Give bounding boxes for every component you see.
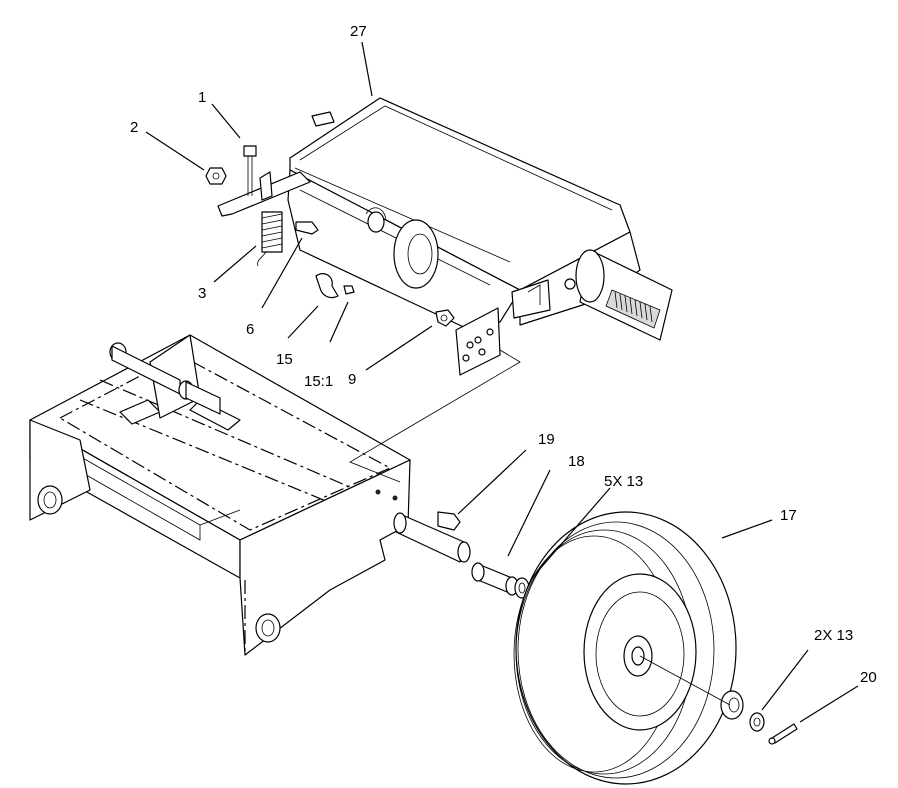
callout-6: 6	[246, 321, 254, 338]
leader-lines	[145, 41, 859, 723]
deck-housing-part-27	[217, 97, 673, 376]
callout-labels: 27 1 2 3 6 15 15:1 9 19 18 5X 13 17 2X 1…	[130, 23, 877, 686]
callout-3: 3	[198, 285, 206, 302]
spacer-part-18	[471, 562, 519, 596]
nut-part-15-1	[343, 285, 355, 295]
callout-5x13: 5X 13	[604, 473, 643, 490]
callout-2: 2	[130, 119, 138, 136]
washer-part-2x13	[749, 712, 765, 732]
callout-27: 27	[350, 23, 367, 40]
spring-part-3	[257, 211, 283, 267]
wheel-part-17	[513, 511, 737, 785]
clip-part-15	[315, 273, 339, 299]
frame-assembly	[29, 334, 411, 656]
callout-2x13: 2X 13	[814, 627, 853, 644]
axle-pin-part-19	[393, 511, 471, 563]
bolt-part-6	[295, 221, 319, 235]
callout-15: 15	[276, 351, 293, 368]
callout-1: 1	[198, 89, 206, 106]
bolt-part-1	[243, 145, 257, 196]
callout-19: 19	[538, 431, 555, 448]
callout-15-1: 15:1	[304, 373, 333, 390]
callout-18: 18	[568, 453, 585, 470]
nut-part-2	[205, 167, 227, 185]
bearing-part	[720, 690, 744, 720]
callout-20: 20	[860, 669, 877, 686]
callout-9: 9	[348, 371, 356, 388]
assembly-centerlines	[349, 349, 731, 706]
nut-part-9	[435, 309, 455, 327]
cotter-pin-part-20	[768, 723, 798, 745]
callout-17: 17	[780, 507, 797, 524]
